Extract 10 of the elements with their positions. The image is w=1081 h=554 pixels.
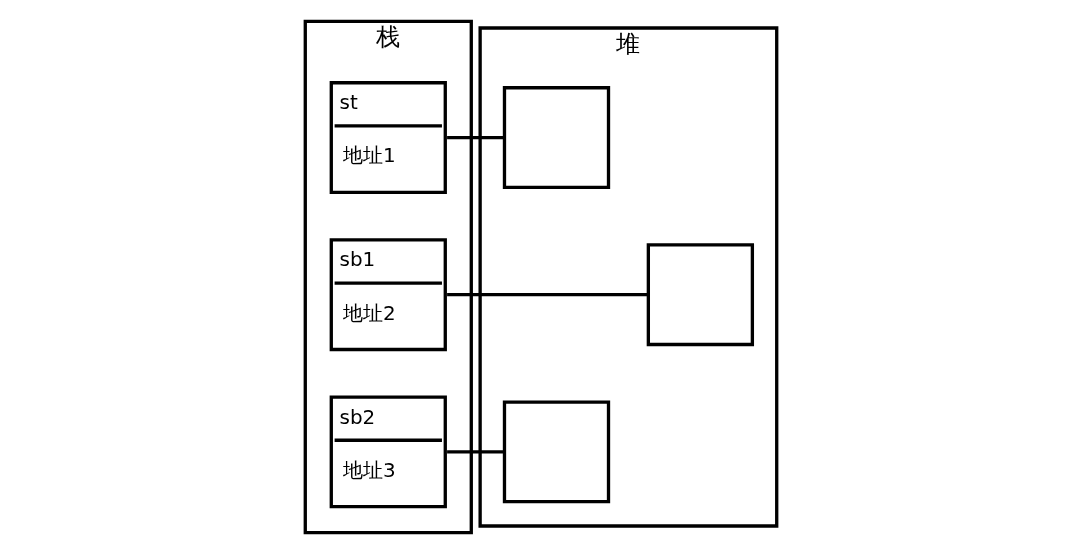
node-box: st 地址1	[329, 81, 447, 194]
connector	[446, 450, 504, 454]
node-box	[646, 243, 754, 347]
node-box	[502, 400, 610, 504]
node-box: sb1 地址2	[329, 238, 447, 352]
connector	[446, 293, 648, 297]
connector	[446, 135, 504, 140]
cluster: 堆	[477, 26, 778, 528]
node-box: sb2 地址3	[329, 395, 447, 509]
node-box	[502, 86, 610, 189]
